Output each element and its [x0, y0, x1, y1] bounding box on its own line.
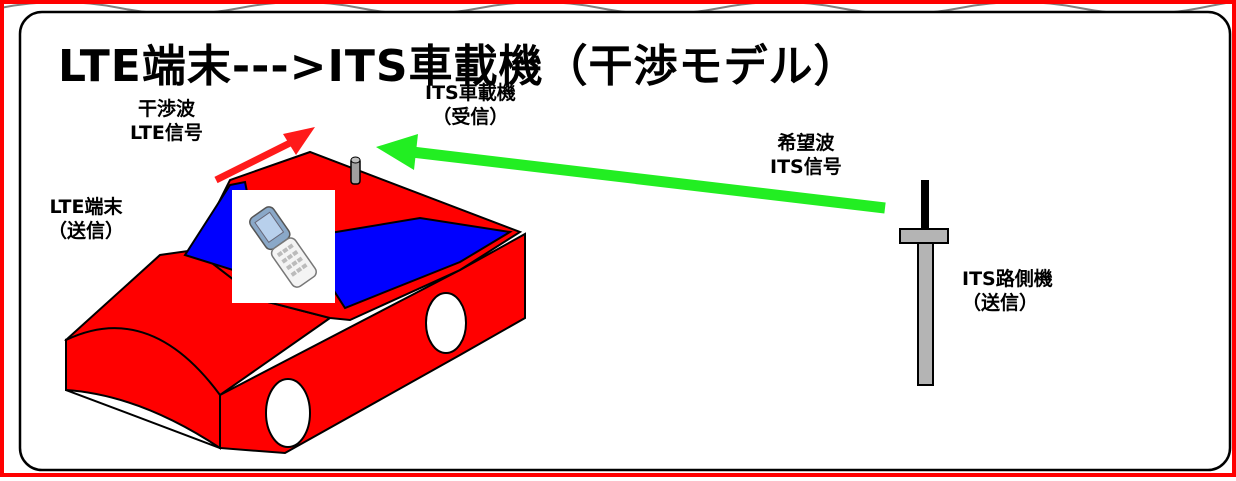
interference-label-line1: 干渉波	[137, 98, 195, 120]
diagram-title: LTE端末--->ITS車載機（干渉モデル）	[58, 41, 859, 92]
antenna-icon	[350, 156, 361, 185]
mobile-phone-icon	[232, 190, 335, 303]
its-onboard-label-line2: （受信）	[432, 105, 509, 128]
interference-label: 干渉波 LTE信号	[130, 98, 203, 146]
desired-signal-label-line2: ITS信号	[770, 155, 842, 178]
car-side-window	[298, 216, 513, 310]
its-onboard-label: ITS車載機 （受信）	[425, 82, 516, 130]
desired-signal-label-line1: 希望波	[777, 132, 835, 154]
its-roadside-label: ITS路側機 （送信）	[962, 268, 1053, 316]
interference-arrow	[214, 127, 315, 184]
its-roadside-label-line1: ITS路側機	[962, 268, 1053, 290]
car-front-panel	[65, 327, 221, 450]
its-roadside-label-line2: （送信）	[962, 291, 1039, 314]
lte-terminal-label-line1: LTE端末	[49, 196, 123, 218]
car-rear-wheel	[425, 292, 467, 354]
desired-signal-arrow	[376, 134, 886, 214]
roadside-unit-icon	[899, 180, 949, 386]
lte-terminal-label: LTE端末 （送信）	[48, 196, 124, 244]
lte-terminal-label-line2: （送信）	[48, 219, 125, 242]
interference-label-line2: LTE信号	[130, 121, 203, 144]
car-front-wheel	[265, 378, 311, 448]
desired-signal-label: 希望波 ITS信号	[770, 132, 842, 180]
its-onboard-label-line1: ITS車載機	[425, 82, 516, 104]
